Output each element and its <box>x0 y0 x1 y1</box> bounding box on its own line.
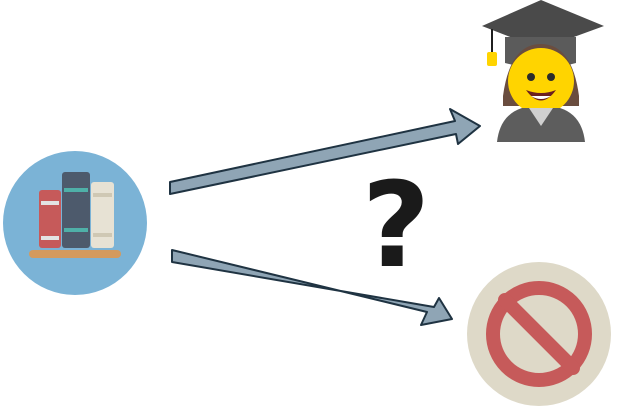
question-mark: ? <box>362 156 430 294</box>
prohibited-icon <box>467 262 611 406</box>
blue-book-band-top <box>64 188 88 192</box>
lower-arrow-shape <box>171 249 453 326</box>
cream-book-band-bottom <box>93 233 112 237</box>
books-icon <box>3 151 147 295</box>
cap-tassel <box>487 52 497 66</box>
face <box>508 48 574 114</box>
collar <box>529 108 553 126</box>
upper-arrow-shape <box>169 108 481 195</box>
graduation-cap-top <box>482 0 604 49</box>
cream-book <box>91 182 114 248</box>
prohibited-ring <box>486 281 592 387</box>
prohibited-slash <box>498 293 580 375</box>
blue-book <box>62 172 90 248</box>
cream-book-band-top <box>93 193 112 197</box>
graduate-icon <box>482 0 604 142</box>
right-eye <box>547 73 555 81</box>
teeth <box>531 96 551 99</box>
red-book-band-bottom <box>41 236 59 240</box>
upper-arrow <box>169 108 481 195</box>
blue-book-band-bottom <box>64 228 88 232</box>
red-book-band-top <box>41 201 59 205</box>
mouth <box>526 90 556 101</box>
left-eye <box>527 73 535 81</box>
lower-arrow <box>171 249 453 326</box>
bookshelf <box>29 250 121 258</box>
